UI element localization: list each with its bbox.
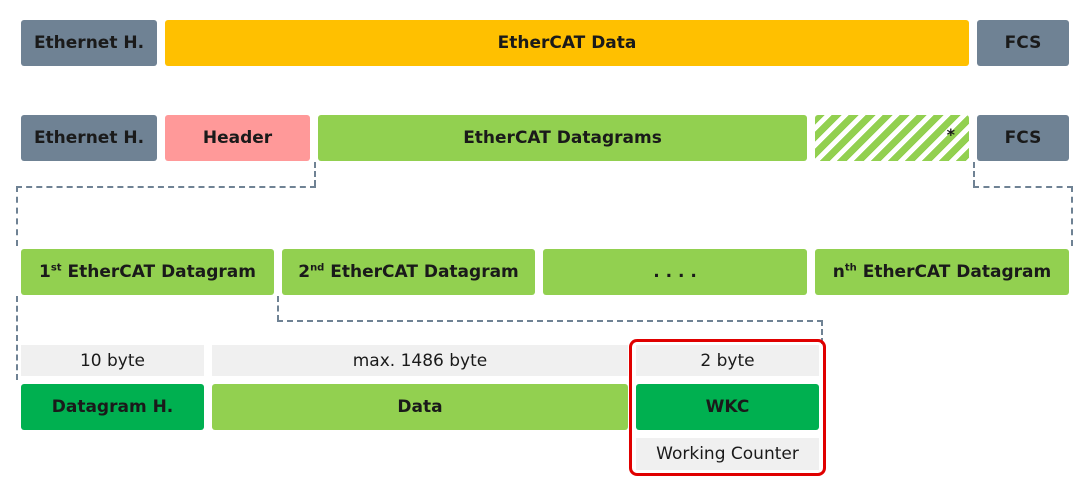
- ethercat-data-block: EtherCAT Data: [165, 20, 969, 66]
- working-counter-caption: Working Counter: [636, 438, 819, 470]
- first-datagram-block: 1st EtherCAT Datagram: [21, 249, 274, 295]
- data-block: Data: [212, 384, 628, 430]
- first-datagram-label: 1st EtherCAT Datagram: [38, 262, 256, 282]
- fcs-block: FCS: [977, 20, 1069, 66]
- connector-left-horizontal: [16, 186, 316, 188]
- fcs-label-2: FCS: [1004, 128, 1042, 148]
- ethernet-header-label-2: Ethernet H.: [33, 128, 145, 148]
- padding-block: *: [815, 115, 969, 161]
- ellipsis-datagram-block: . . . .: [543, 249, 807, 295]
- fcs-block-2: FCS: [977, 115, 1069, 161]
- connector-bottom-right-vertical: [821, 320, 823, 344]
- connector-left-vertical-top: [314, 162, 316, 186]
- connector-left-vertical: [16, 186, 18, 246]
- wkc-highlight-frame: [629, 339, 826, 476]
- connector-second-left-vertical: [277, 296, 279, 321]
- wkc-block: WKC: [636, 384, 819, 430]
- second-datagram-label: 2nd EtherCAT Datagram: [298, 262, 519, 282]
- connector-first-datagram-vertical: [16, 296, 18, 380]
- ethercat-datagrams-label: EtherCAT Datagrams: [463, 128, 662, 148]
- connector-right-vertical-top: [973, 162, 975, 186]
- data-size-label: max. 1486 byte: [212, 345, 628, 376]
- datagram-header-label: Datagram H.: [51, 397, 174, 417]
- padding-asterisk: *: [946, 125, 955, 144]
- connector-right-vertical: [1071, 186, 1073, 246]
- ethercat-header-block: Header: [165, 115, 310, 161]
- ellipsis-label: . . . .: [653, 262, 697, 282]
- datagram-header-block: Datagram H.: [21, 384, 204, 430]
- nth-datagram-block: nth EtherCAT Datagram: [815, 249, 1069, 295]
- ethernet-header-block: Ethernet H.: [21, 20, 157, 66]
- connector-right-horizontal: [973, 186, 1073, 188]
- header-size-label: 10 byte: [21, 345, 204, 376]
- ethercat-data-label: EtherCAT Data: [497, 33, 637, 53]
- ethercat-datagrams-block: EtherCAT Datagrams: [318, 115, 807, 161]
- ethernet-header-label: Ethernet H.: [33, 33, 145, 53]
- data-label: Data: [397, 397, 443, 417]
- fcs-label: FCS: [1004, 33, 1042, 53]
- second-datagram-block: 2nd EtherCAT Datagram: [282, 249, 535, 295]
- ethercat-header-label: Header: [202, 128, 273, 148]
- ethernet-header-block-2: Ethernet H.: [21, 115, 157, 161]
- wkc-size-label: 2 byte: [636, 345, 819, 376]
- wkc-label: WKC: [705, 397, 750, 417]
- connector-bottom-horizontal: [277, 320, 823, 322]
- nth-datagram-label: nth EtherCAT Datagram: [832, 262, 1052, 282]
